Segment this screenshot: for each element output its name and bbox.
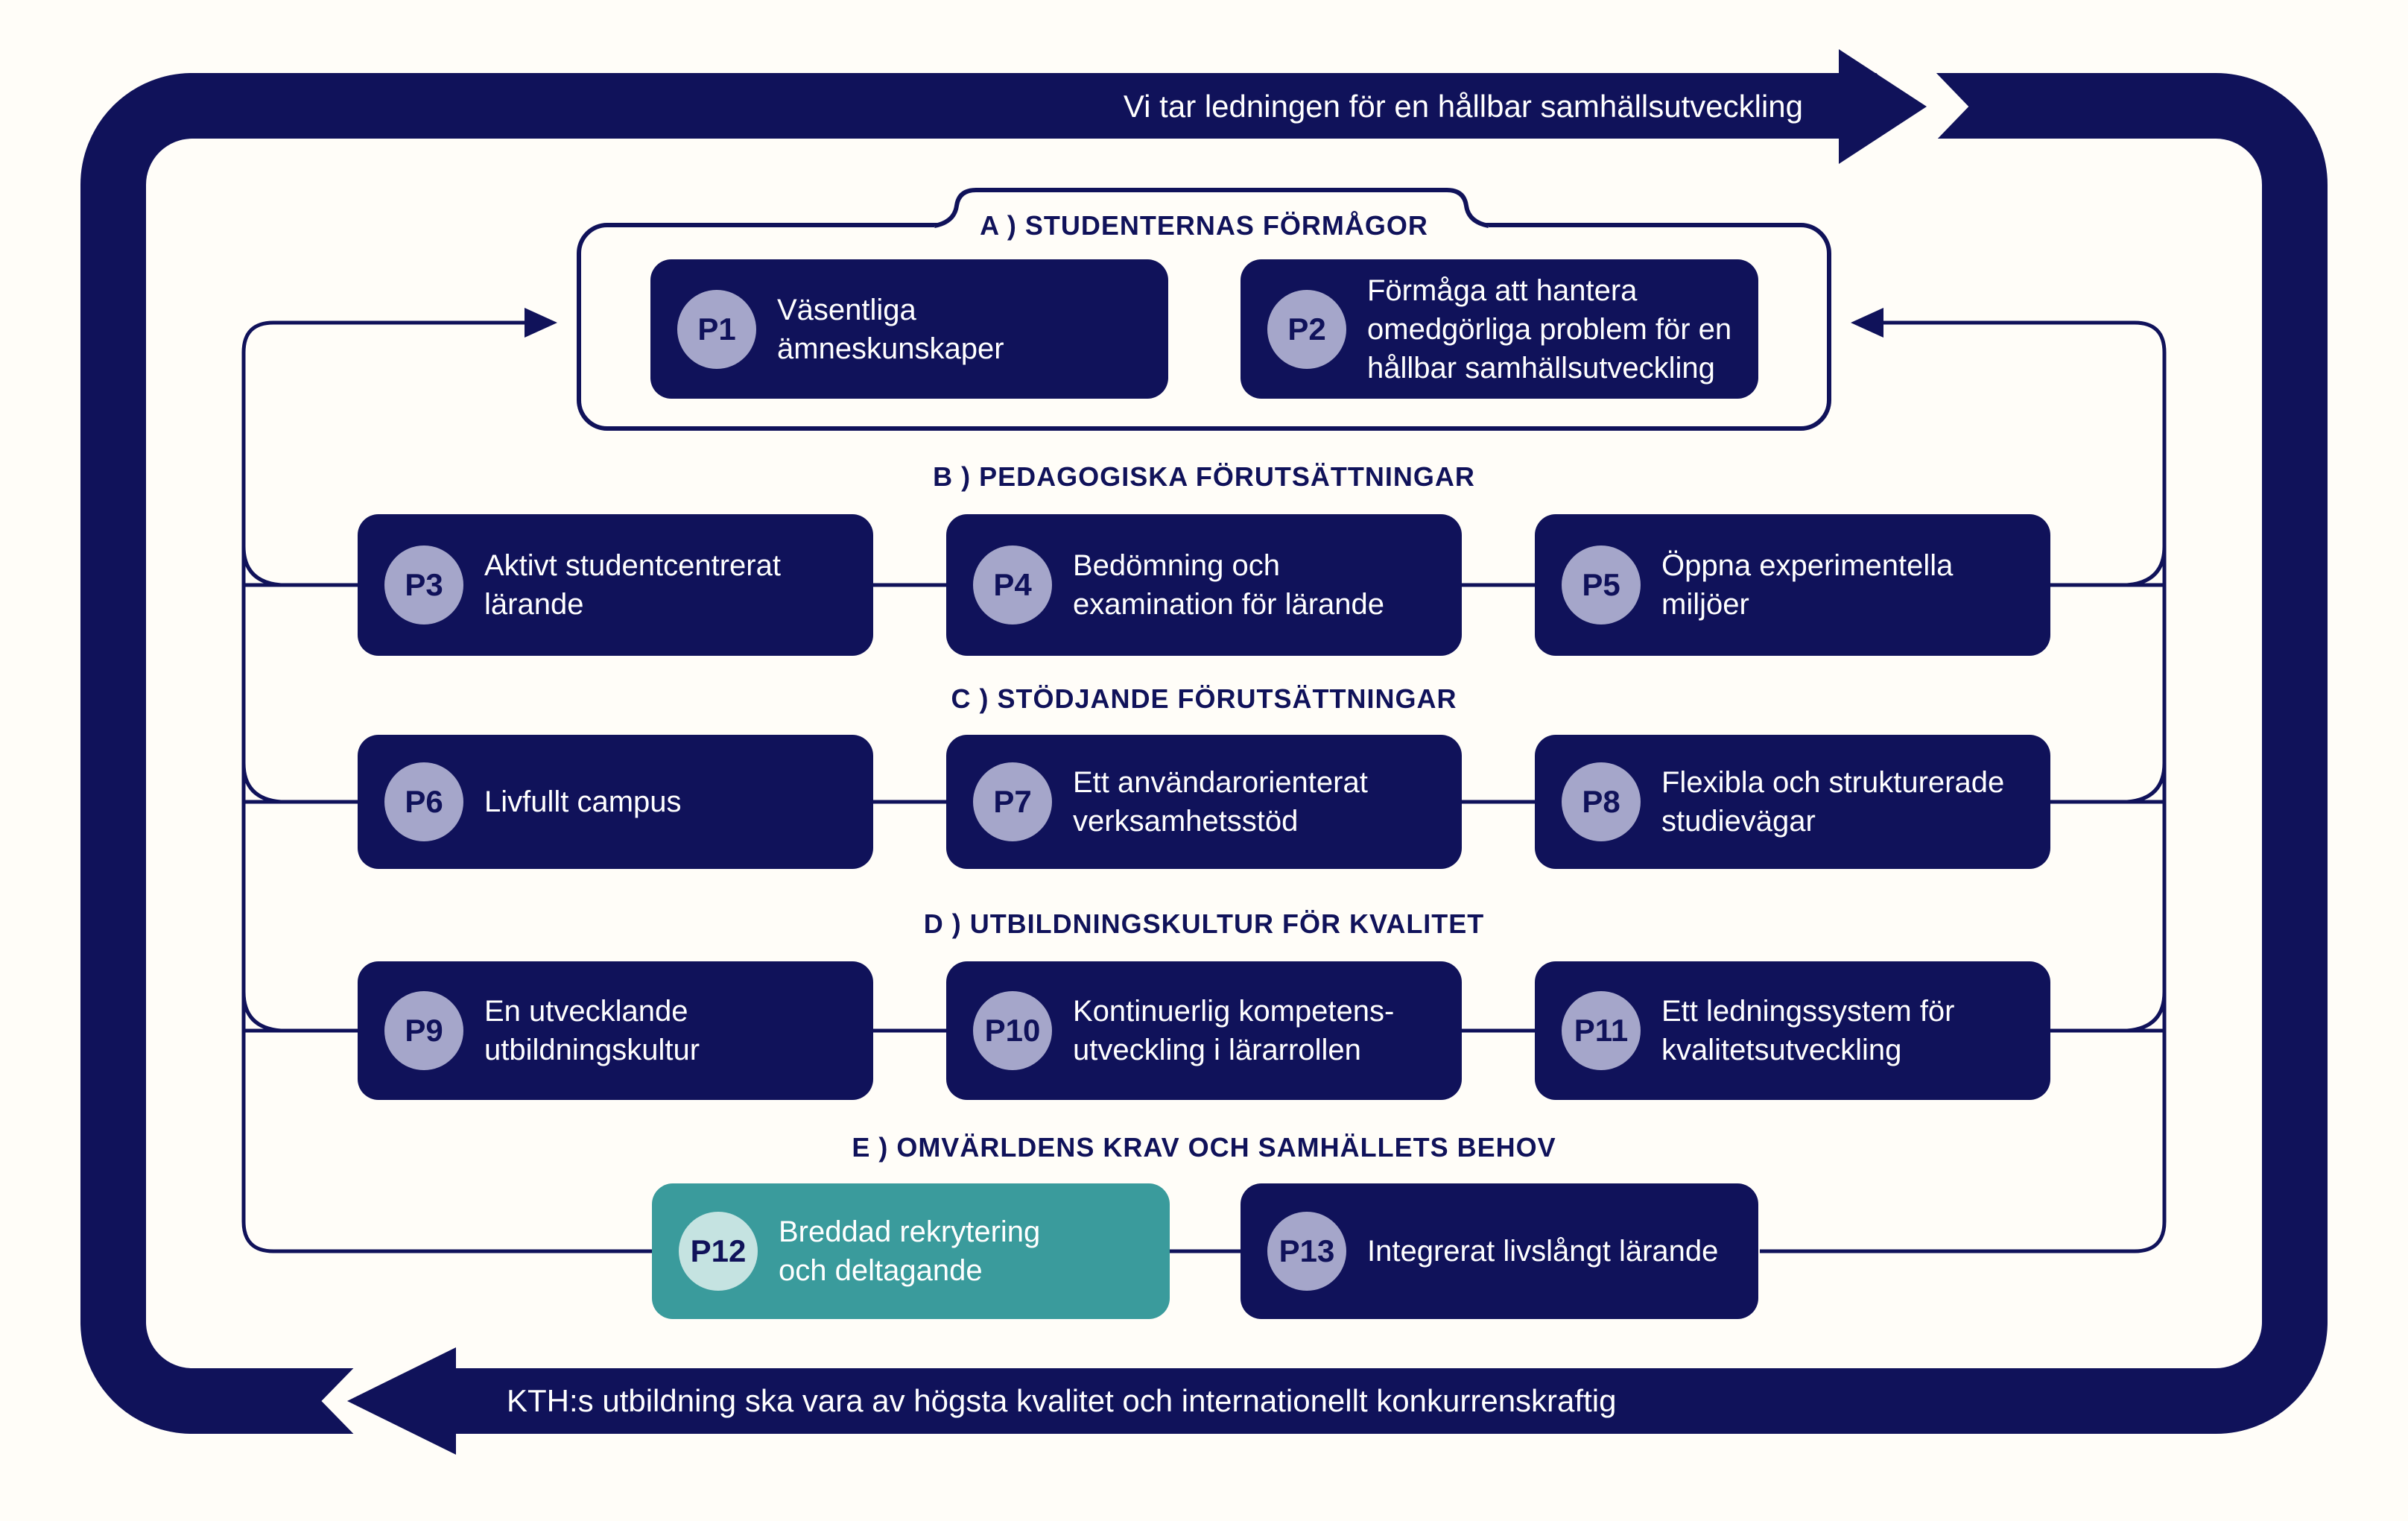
process-box-p12: P12 Breddad rekrytering och deltagande <box>652 1183 1170 1319</box>
section-a-tab-fill <box>934 190 1489 233</box>
p8-badge: P8 <box>1562 762 1641 841</box>
process-box-p2: P2 Förmåga att hantera omedgörliga probl… <box>1241 259 1758 399</box>
p13-badge: P13 <box>1267 1212 1346 1291</box>
section-a-tab <box>934 188 1489 228</box>
p6-badge: P6 <box>384 762 463 841</box>
left-rail-fillets <box>241 546 282 1033</box>
p6-label: Livfullt campus <box>484 785 682 818</box>
section-label-e: E ) OMVÄRLDENS KRAV OCH SAMHÄLLETS BEHOV <box>852 1132 1556 1163</box>
right-connector-rail <box>1760 320 2167 1253</box>
p7-badge: P7 <box>973 762 1052 841</box>
top-band-gap <box>1862 28 1969 186</box>
p10-label: Kontinuerlig kompetens-utveckling i lära… <box>1073 995 1395 1066</box>
p11-badge: P11 <box>1562 991 1641 1070</box>
p7-label: Ett användarorienterat verksamhetsstöd <box>1073 766 1368 838</box>
process-box-p10: P10 Kontinuerlig kompetens-utveckling i … <box>946 961 1462 1100</box>
p5-label: Öppna experimentella miljöer <box>1661 549 1954 621</box>
p3-badge: P3 <box>384 546 463 624</box>
section-label-c: C ) STÖDJANDE FÖRUTSÄTTNINGAR <box>951 683 1457 714</box>
process-box-p3: P3 Aktivt studentcentrerat lärande <box>358 514 873 656</box>
left-connector-rail <box>241 320 653 1253</box>
p12-label: Breddad rekrytering och deltagande <box>779 1215 1041 1287</box>
top-banner-text: Vi tar ledningen för en hållbar samhälls… <box>1123 89 1803 124</box>
process-box-p7: P7 Ett användarorienterat verksamhetsstö… <box>946 735 1462 869</box>
process-box-p9: P9 En utvecklande utbildningskultur <box>358 961 873 1100</box>
section-label-a: A ) STUDENTERNAS FÖRMÅGOR <box>980 210 1428 241</box>
p9-label: En utvecklande utbildningskultur <box>484 995 700 1066</box>
p2-label: Förmåga att hantera omedgörliga problem … <box>1367 273 1732 385</box>
p12-badge: P12 <box>679 1212 758 1291</box>
p9-badge: P9 <box>384 991 463 1070</box>
p2-badge: P2 <box>1267 289 1346 369</box>
p5-badge: P5 <box>1562 546 1641 624</box>
process-box-p5: P5 Öppna experimentella miljöer <box>1535 514 2050 656</box>
p11-label: Ett ledningssystem för kvalitetsutveckli… <box>1661 995 1955 1066</box>
process-box-p6: P6 Livfullt campus <box>358 735 873 869</box>
p3-label: Aktivt studentcentrerat lärande <box>484 549 781 621</box>
p4-label: Bedömning och examination för lärande <box>1073 549 1385 621</box>
process-box-p11: P11 Ett ledningssystem för kvalitetsutve… <box>1535 961 2050 1100</box>
top-flow-arrowhead-icon <box>1839 49 1927 164</box>
right-rail-fillets <box>2126 546 2167 1033</box>
section-label-b: B ) PEDAGOGISKA FÖRUTSÄTTNINGAR <box>933 461 1475 492</box>
process-box-p4: P4 Bedömning och examination för lärande <box>946 514 1462 656</box>
bottom-flow-arrowhead-icon <box>347 1347 456 1455</box>
p13-label: Integrerat livslångt lärande <box>1367 1235 1719 1268</box>
loop-ring <box>80 73 2328 1434</box>
p8-label: Flexibla och strukturerade studievägar <box>1661 766 2005 838</box>
section-label-d: D ) UTBILDNINGSKULTUR FÖR KVALITET <box>923 908 1485 939</box>
left-connector-arrow-icon <box>525 308 557 338</box>
right-connector-arrow-icon <box>1851 308 1883 338</box>
process-box-p1: P1 Väsentliga ämneskunskaper <box>650 259 1168 399</box>
process-box-p13: P13 Integrerat livslångt lärande <box>1241 1183 1758 1319</box>
bottom-banner-text: KTH:s utbildning ska vara av högsta kval… <box>507 1383 1617 1418</box>
p4-badge: P4 <box>973 546 1052 624</box>
p10-badge: P10 <box>973 991 1052 1070</box>
p1-label: Väsentliga ämneskunskaper <box>777 293 1004 365</box>
process-box-p8: P8 Flexibla och strukturerade studieväga… <box>1535 735 2050 869</box>
p1-badge: P1 <box>677 289 756 369</box>
